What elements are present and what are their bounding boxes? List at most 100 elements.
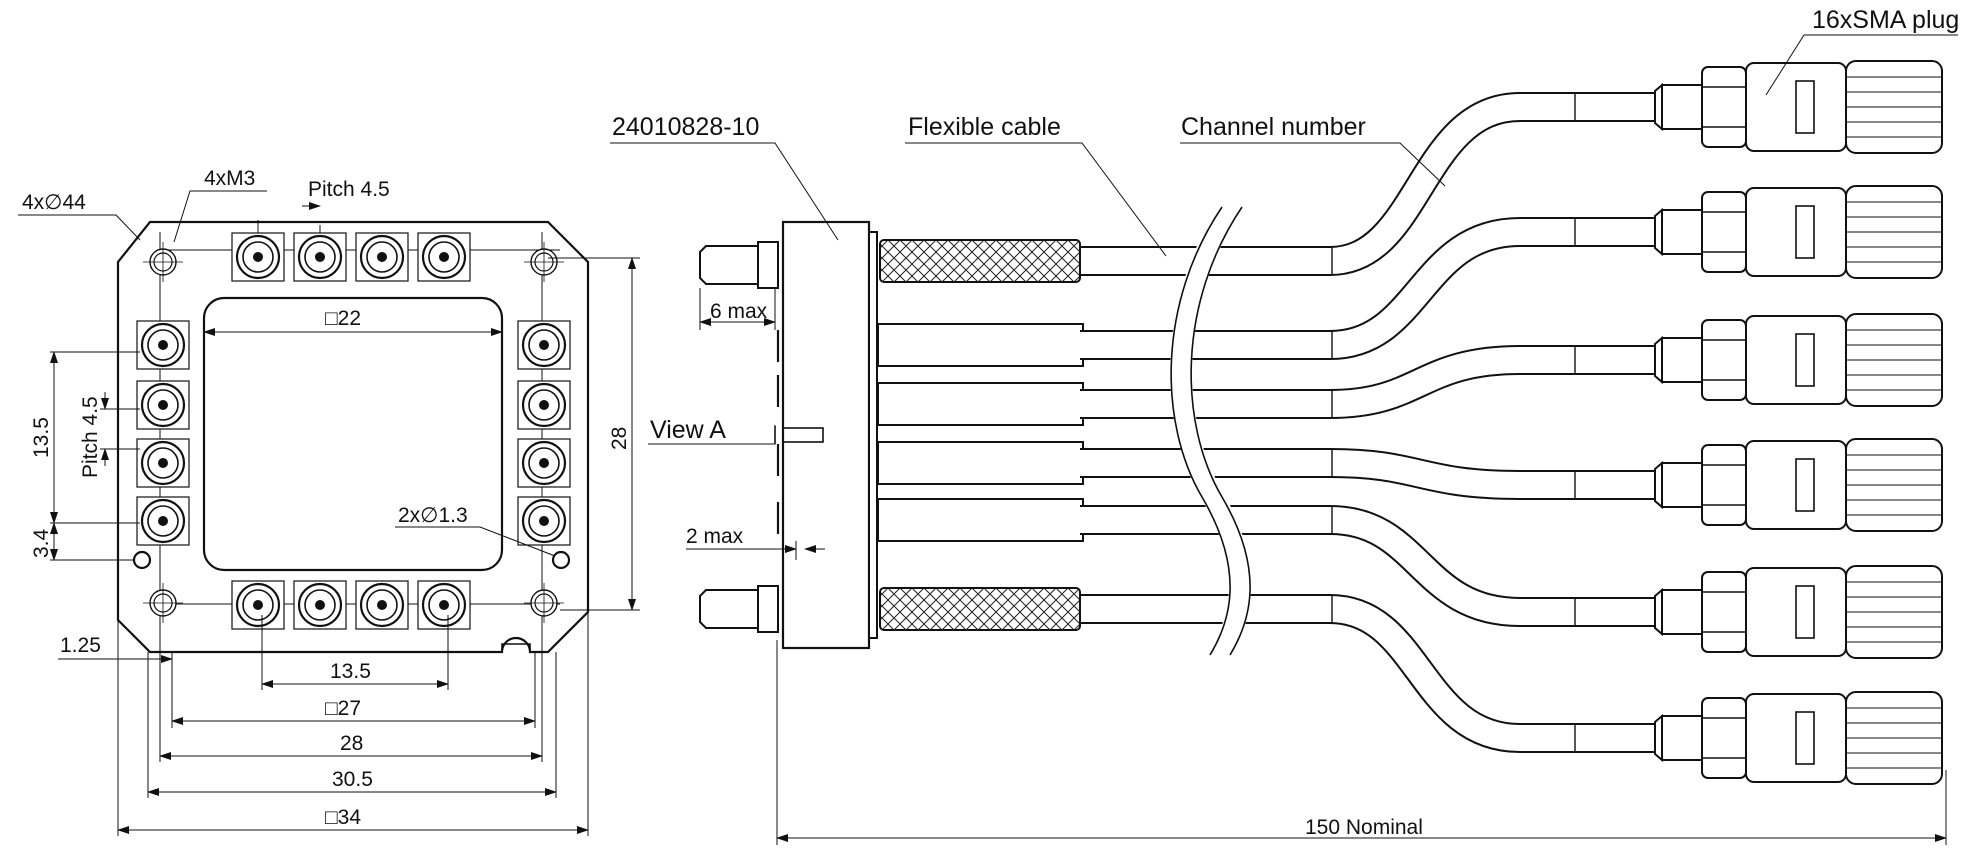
cable-bundle xyxy=(877,92,1655,753)
sma-inner-ring xyxy=(242,241,274,273)
plug-neck xyxy=(1661,84,1703,130)
cable-jacket xyxy=(1080,219,1655,358)
mount-holes xyxy=(143,242,564,623)
sma-pin xyxy=(315,252,325,262)
guide-pin-bottom xyxy=(699,585,779,633)
sma-inner-ring xyxy=(147,389,179,421)
sma-pin xyxy=(439,252,449,262)
plug-window xyxy=(1795,458,1815,512)
sma-plugs xyxy=(1654,60,1943,785)
sma-plug xyxy=(1654,60,1943,154)
cable-jacket xyxy=(1080,507,1655,625)
sma-pin xyxy=(315,600,325,610)
plug-hex-nut xyxy=(1701,319,1747,401)
plug-hex-nut xyxy=(1701,191,1747,273)
plug-collar xyxy=(1654,713,1663,763)
label-square-27: □27 xyxy=(325,697,361,720)
cable xyxy=(877,441,1655,500)
braided-cable-bottom xyxy=(879,587,1081,631)
label-pitch-top: Pitch 4.5 xyxy=(308,178,390,201)
label-view-a: View A xyxy=(650,416,726,444)
side-leaders xyxy=(610,34,1958,845)
side-view: 24010828-10 Flexible cable Channel numbe… xyxy=(610,6,1959,845)
view-a-stub xyxy=(782,427,824,443)
plug-window xyxy=(1795,711,1815,765)
sma-inner-ring xyxy=(366,589,398,621)
plug-collar xyxy=(1654,82,1663,132)
label-channel-number: Channel number xyxy=(1181,113,1366,141)
plug-neck xyxy=(1661,589,1703,635)
plug-window xyxy=(1795,205,1815,259)
front-dimensions xyxy=(50,202,640,836)
sma-inner-ring xyxy=(147,329,179,361)
sma-column-right xyxy=(517,320,571,546)
cable-jacket xyxy=(1080,347,1655,417)
sma-inner-ring xyxy=(428,589,460,621)
front-view: 4x∅44 4xM3 Pitch 4.5 □22 13.5 Pitch 4.5 … xyxy=(18,167,640,836)
sma-inner-ring xyxy=(528,505,560,537)
pin-hole-left xyxy=(132,550,152,570)
cable-ferrule xyxy=(877,323,1084,367)
plug-neck xyxy=(1661,337,1703,383)
cable-ferrule xyxy=(877,498,1084,542)
sma-plug xyxy=(1654,691,1943,785)
pin-hole-right xyxy=(551,550,571,570)
label-2-max: 2 max xyxy=(686,525,744,548)
sma-inner-ring xyxy=(428,241,460,273)
plate-outline xyxy=(116,220,590,654)
plug-collar xyxy=(1654,587,1663,637)
sma-pin xyxy=(377,600,387,610)
plug-window xyxy=(1795,585,1815,639)
plug-collar xyxy=(1654,335,1663,385)
guide-pin-top xyxy=(699,241,779,289)
cable-jacket xyxy=(1080,94,1655,274)
sma-inner-ring xyxy=(528,389,560,421)
cable xyxy=(1080,594,1655,753)
sma-plug xyxy=(1654,185,1943,279)
plug-neck xyxy=(1661,715,1703,761)
cable xyxy=(877,217,1655,367)
sma-pin xyxy=(539,400,549,410)
break-line-1 xyxy=(1170,198,1251,661)
front-leaders xyxy=(18,190,556,557)
label-28-bottom: 28 xyxy=(340,732,363,755)
sma-inner-ring xyxy=(242,589,274,621)
cable xyxy=(877,498,1655,627)
sma-pin xyxy=(377,252,387,262)
sma-pin xyxy=(158,516,168,526)
label-3-4: 3.4 xyxy=(30,528,53,558)
plug-collar xyxy=(1654,207,1663,257)
sma-inner-ring xyxy=(304,589,336,621)
plug-neck xyxy=(1661,462,1703,508)
sma-inner-ring xyxy=(147,447,179,479)
sma-pin xyxy=(539,516,549,526)
label-6-max: 6 max xyxy=(710,300,768,323)
label-pitch-left: Pitch 4.5 xyxy=(79,396,102,478)
sma-inner-ring xyxy=(528,447,560,479)
sma-column-left xyxy=(136,320,190,546)
sma-inner-ring xyxy=(304,241,336,273)
sma-pin xyxy=(539,340,549,350)
label-30-5: 30.5 xyxy=(332,768,373,791)
sma-pin xyxy=(253,600,263,610)
sma-pin xyxy=(158,340,168,350)
plate-notch xyxy=(501,643,531,652)
sma-inner-ring xyxy=(528,329,560,361)
sma-inner-ring xyxy=(147,505,179,537)
sma-pin xyxy=(539,458,549,468)
inner-window xyxy=(202,296,504,572)
label-28-right: 28 xyxy=(608,427,631,450)
cable-jacket xyxy=(1080,596,1655,751)
plug-window xyxy=(1795,80,1815,134)
sma-pin xyxy=(158,400,168,410)
label-150-nominal: 150 Nominal xyxy=(1305,816,1423,839)
sma-plug xyxy=(1654,565,1943,659)
plug-hex-nut xyxy=(1701,697,1747,779)
label-part-number: 24010828-10 xyxy=(612,113,759,141)
sma-pin xyxy=(253,252,263,262)
label-4x-m3: 4xM3 xyxy=(204,167,255,190)
plug-neck xyxy=(1661,209,1703,255)
braided-cable-top xyxy=(879,239,1081,283)
sma-plug xyxy=(1654,438,1943,532)
